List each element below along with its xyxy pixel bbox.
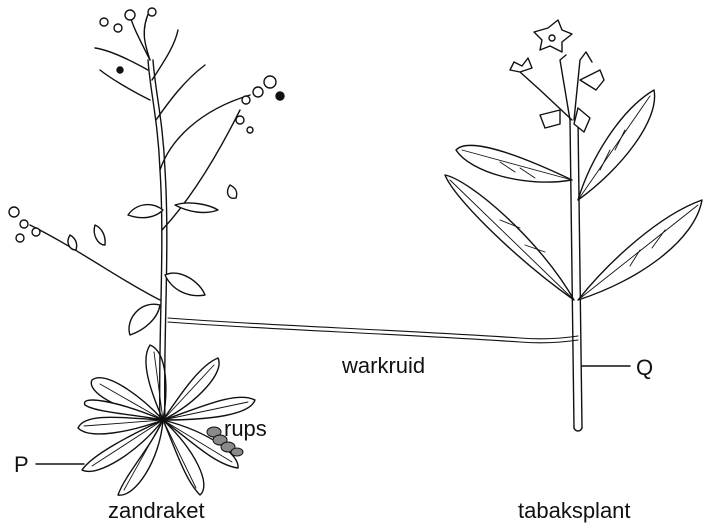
tabaksplant-leaves — [445, 90, 702, 300]
rups-label: rups — [224, 418, 267, 440]
warkruid-strand — [168, 318, 578, 343]
q-label: Q — [636, 357, 653, 379]
zandraket-label: zandraket — [108, 500, 205, 522]
warkruid-label: warkruid — [342, 355, 425, 377]
tabaksplant-stem — [570, 120, 574, 428]
p-label: P — [14, 454, 29, 476]
tabaksplant-flowers — [510, 20, 604, 132]
zandraket-branches — [30, 10, 250, 300]
zandraket-stem-leaves — [68, 185, 237, 335]
tabaksplant-label: tabaksplant — [518, 500, 631, 522]
tabaksplant-plant — [445, 20, 702, 431]
tabaksplant-veins — [450, 96, 698, 300]
